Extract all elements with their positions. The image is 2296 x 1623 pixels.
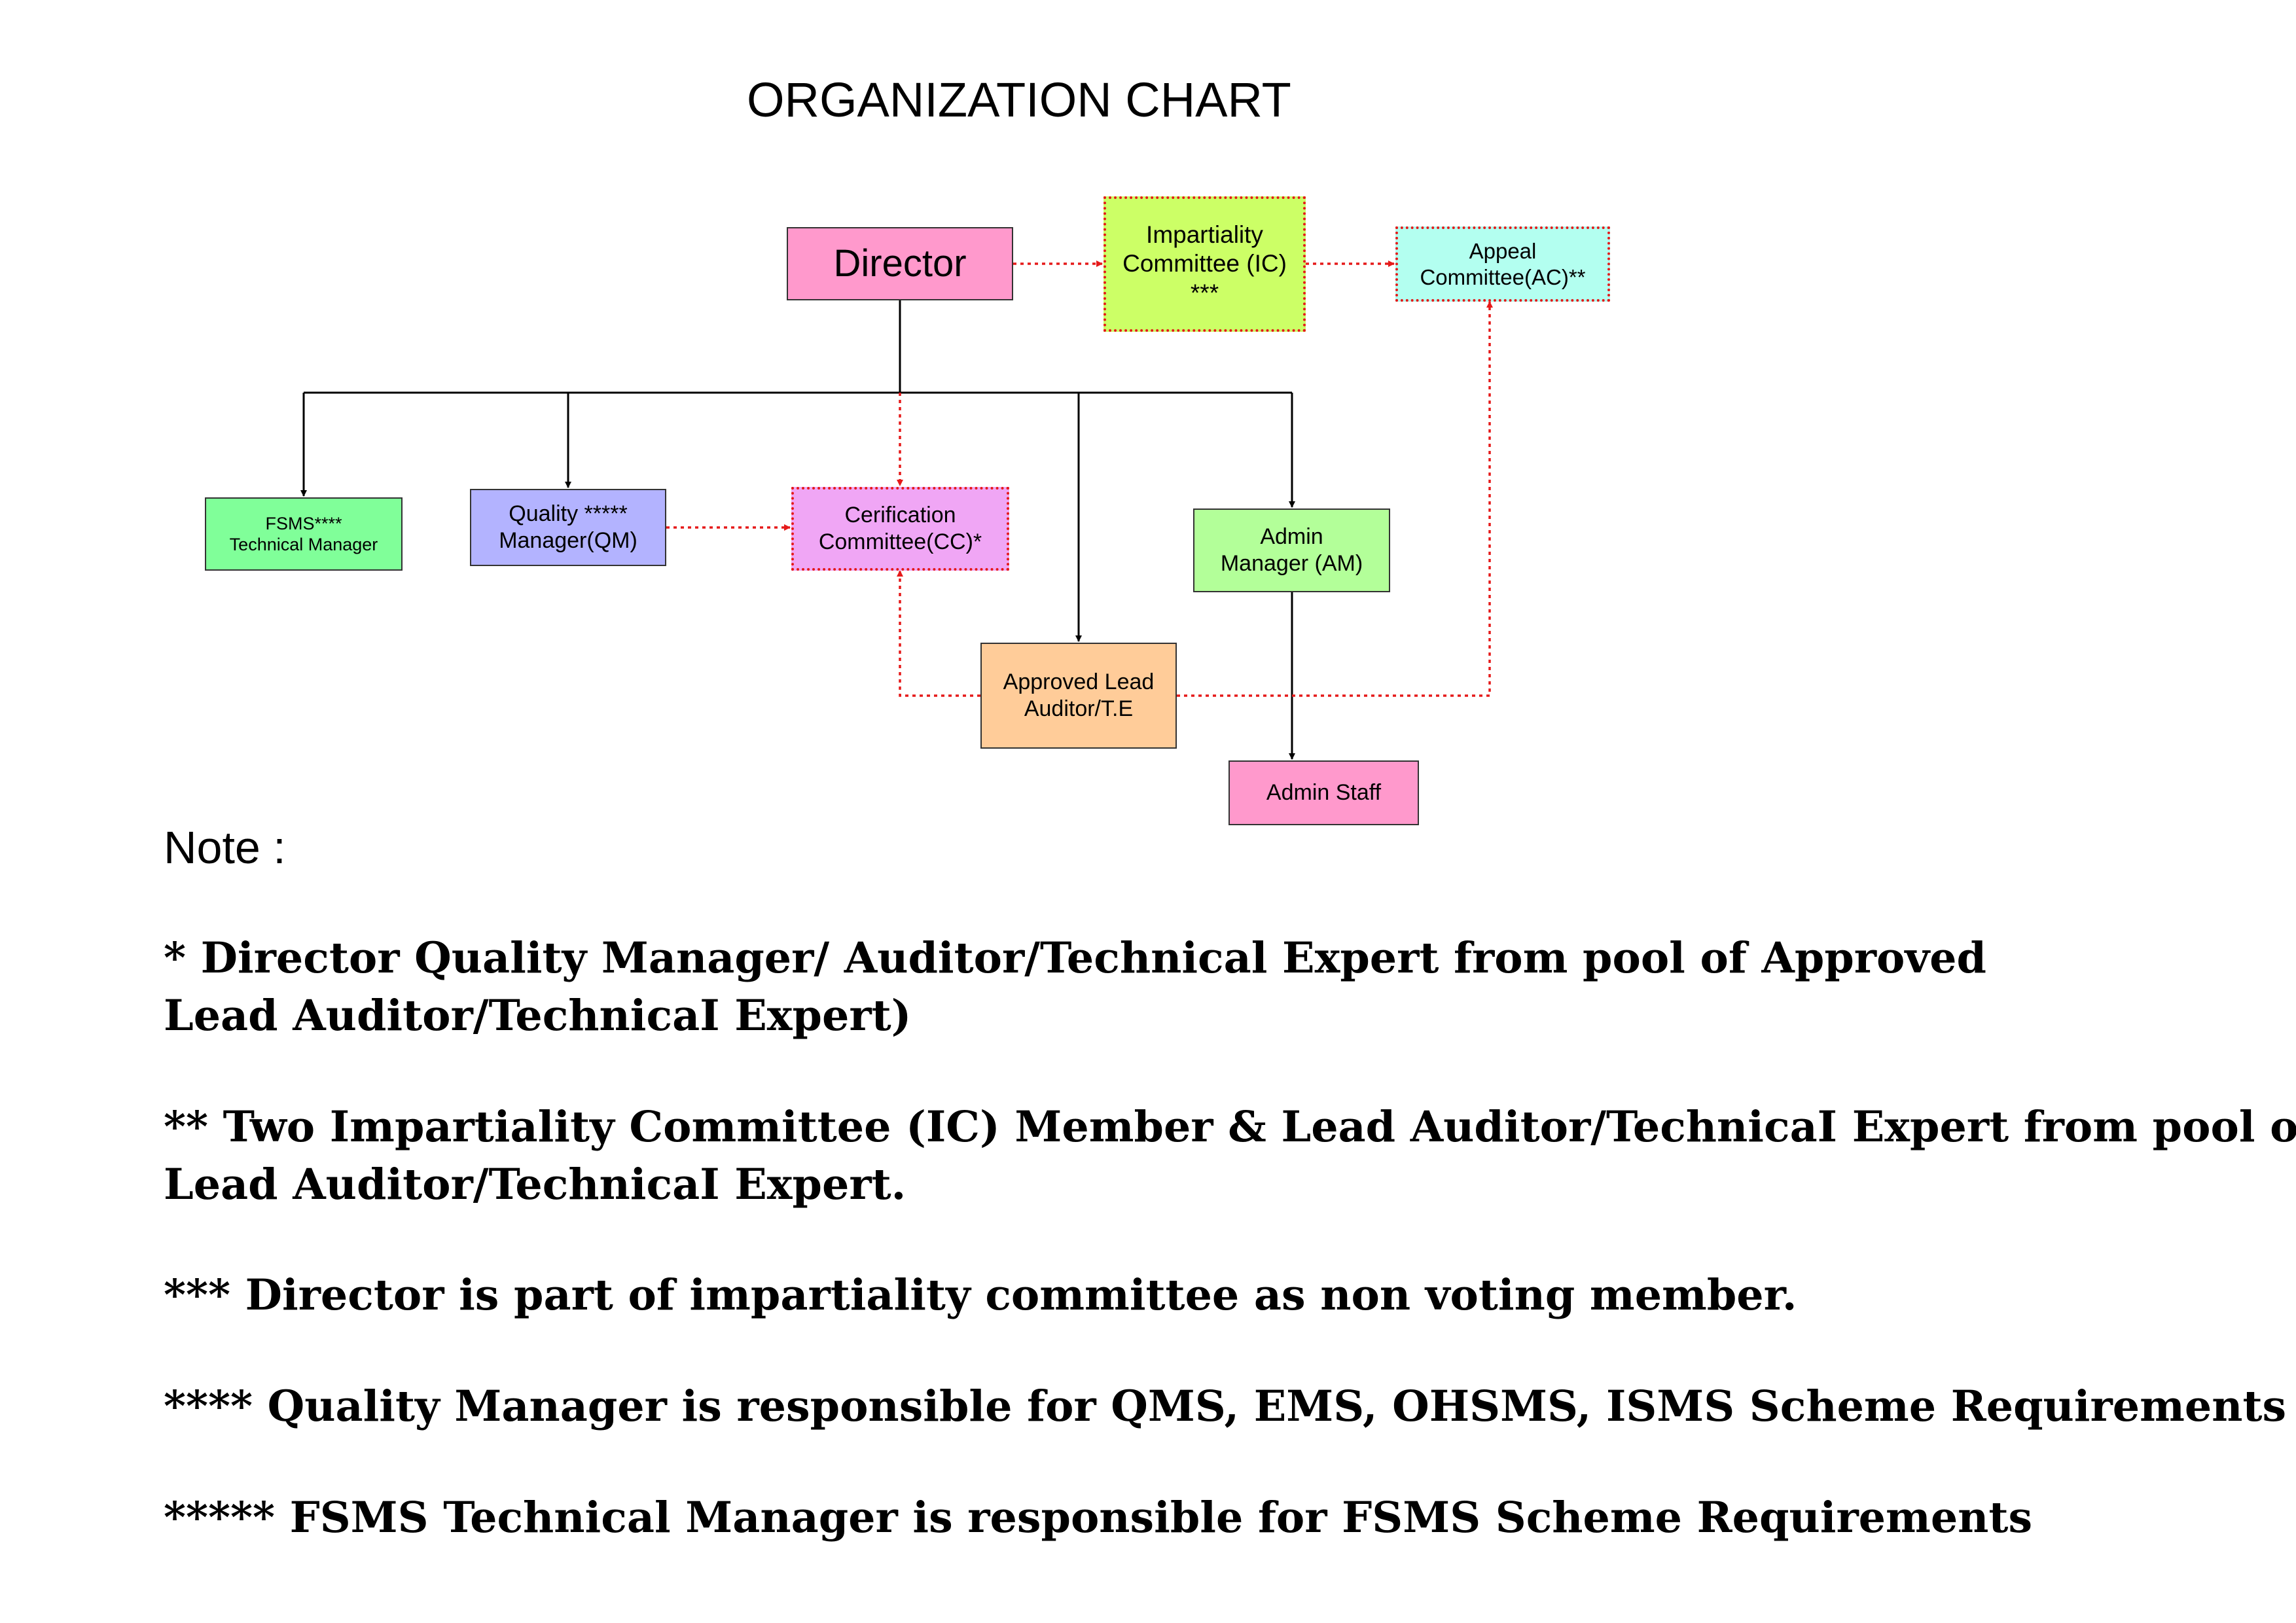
admin-staff-box: Admin Staff	[1229, 760, 1419, 825]
certification-committee-label-line1: Cerification	[844, 503, 956, 528]
impartiality-committee-label-line1: Impartiality	[1146, 221, 1263, 248]
note-4-line-1: **** Quality Manager is responsible for …	[164, 1382, 2287, 1431]
note-1-line-1: * Director Quality Manager/ Auditor/Tech…	[164, 933, 1986, 983]
impartiality-committee-label-line2: Committee (IC)	[1122, 250, 1287, 277]
quality-manager-label-line2: Manager(QM)	[499, 528, 637, 553]
quality-manager-box: Quality ***** Manager(QM)	[470, 489, 666, 566]
impartiality-committee-box: Impartiality Committee (IC) ***	[1103, 196, 1306, 332]
lead-auditor-label-line1: Approved Lead	[1003, 669, 1155, 695]
note-4: **** Quality Manager is responsible for …	[164, 1378, 2286, 1435]
note-heading: Note :	[164, 822, 286, 873]
note-1-line-2: Lead Auditor/TechnicaI Expert)	[164, 991, 912, 1041]
auditor-to-cc-dotted-arrow	[897, 570, 980, 697]
note-3-line-1: *** Director is part of impartiality com…	[164, 1270, 1797, 1320]
fsms-manager-label-line2: Technical Manager	[229, 535, 378, 554]
appeal-committee-label-line2: Committee(AC)**	[1420, 264, 1586, 289]
director-box: Director	[787, 227, 1013, 300]
admin-manager-label-line1: Admin	[1260, 524, 1323, 550]
note-2: ** Two Impartiality Committee (IC) Membe…	[164, 1098, 2296, 1213]
quality-manager-label-line1: Quality *****	[509, 501, 628, 527]
note-3: *** Director is part of impartiality com…	[164, 1266, 1797, 1324]
auditor-to-ac-dotted-arrow	[1177, 301, 1493, 697]
impartiality-committee-label-line3: ***	[1190, 279, 1219, 306]
admin-manager-label-line2: Manager (AM)	[1220, 551, 1363, 576]
note-2-line-2: Lead Auditor/TechnicaI Expert.	[164, 1160, 906, 1209]
note-5-line-1: ***** FSMS Technical Manager is responsi…	[164, 1493, 2033, 1543]
appeal-committee-box: Appeal Committee(AC)**	[1395, 226, 1610, 302]
approved-lead-auditor-box: Approved Lead Auditor/T.E	[980, 643, 1177, 749]
fsms-manager-label-line1: FSMS****	[265, 513, 342, 533]
note-5: ***** FSMS Technical Manager is responsi…	[164, 1489, 2032, 1546]
appeal-committee-label-line1: Appeal	[1469, 238, 1537, 263]
admin-staff-label: Admin Staff	[1266, 780, 1382, 806]
chart-title: ORGANIZATION CHART	[747, 73, 1291, 127]
certification-committee-box: Cerification Committee(CC)*	[791, 487, 1009, 571]
admin-manager-box: Admin Manager (AM)	[1193, 508, 1390, 592]
fsms-technical-manager-box: FSMS**** Technical Manager	[205, 497, 403, 571]
note-2-line-1: ** Two Impartiality Committee (IC) Membe…	[164, 1102, 2296, 1152]
note-1: * Director Quality Manager/ Auditor/Tech…	[164, 929, 1986, 1044]
director-label: Director	[833, 242, 967, 285]
lead-auditor-label-line2: Auditor/T.E	[1024, 696, 1134, 721]
certification-committee-label-line2: Committee(CC)*	[818, 529, 982, 554]
